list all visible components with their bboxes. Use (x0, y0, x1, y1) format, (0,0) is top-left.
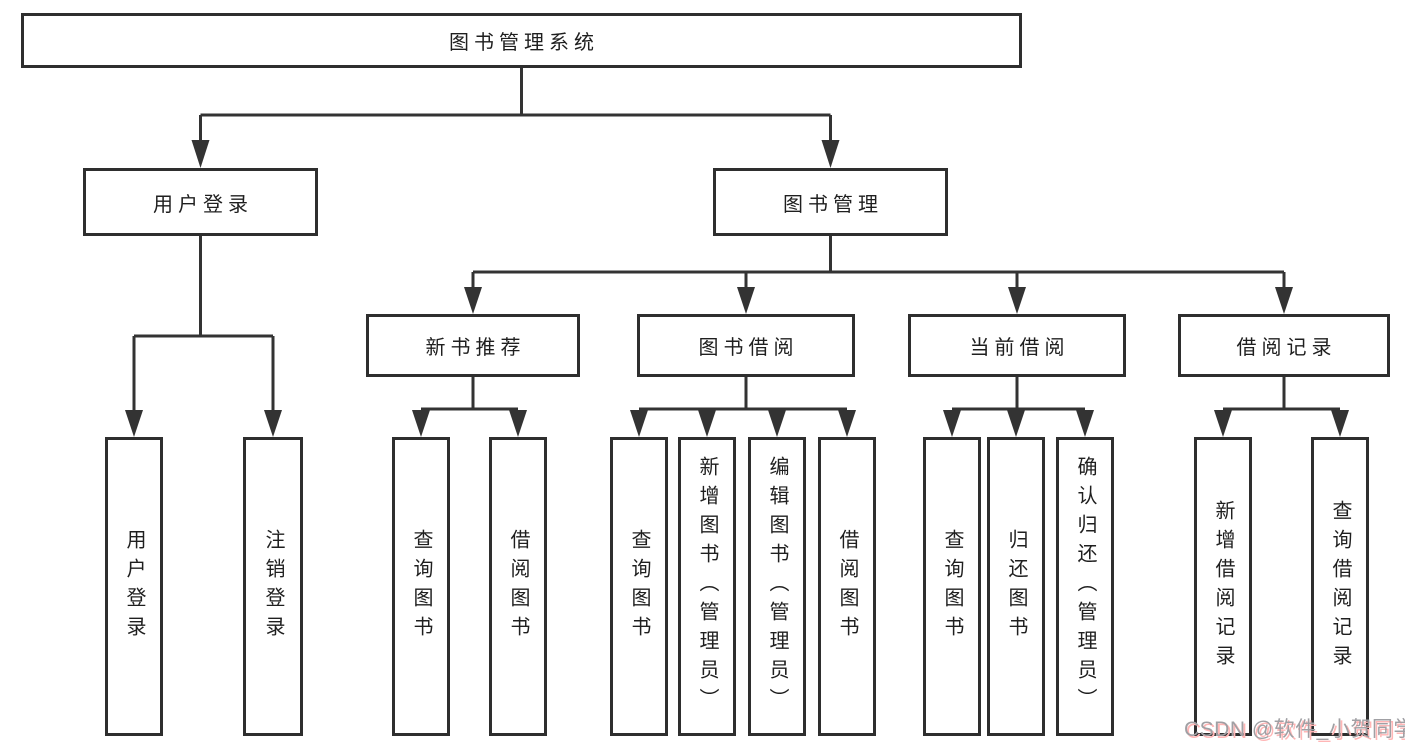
csdn-watermark: CSDN @软件_小贺同学 (1184, 718, 1405, 741)
node-user-login: 用户登录 (83, 168, 318, 236)
node-borrowing-records: 借阅记录 (1178, 314, 1390, 377)
leaf-query-books-recommend: 查询图书 (392, 437, 450, 736)
node-current-borrowing: 当前借阅 (908, 314, 1126, 377)
node-library-management-system: 图书管理系统 (21, 13, 1022, 68)
leaf-add-borrow-record: 新增借阅记录 (1194, 437, 1252, 736)
leaf-edit-book-admin: 编辑图书（管理员） (748, 437, 806, 736)
leaf-add-book-admin: 新增图书（管理员） (678, 437, 736, 736)
leaf-return-book: 归还图书 (987, 437, 1045, 736)
leaf-query-borrow-record: 查询借阅记录 (1311, 437, 1369, 736)
leaf-user-login: 用户登录 (105, 437, 163, 736)
leaf-confirm-return-admin: 确认归还（管理员） (1056, 437, 1114, 736)
leaf-logout: 注销登录 (243, 437, 303, 736)
leaf-query-books-current: 查询图书 (923, 437, 981, 736)
leaf-borrow-books-recommend: 借阅图书 (489, 437, 547, 736)
node-new-book-recommendation: 新书推荐 (366, 314, 580, 377)
leaf-query-books-borrowing: 查询图书 (610, 437, 668, 736)
node-book-borrowing: 图书借阅 (637, 314, 855, 377)
leaf-borrow-books: 借阅图书 (818, 437, 876, 736)
node-book-management: 图书管理 (713, 168, 948, 236)
